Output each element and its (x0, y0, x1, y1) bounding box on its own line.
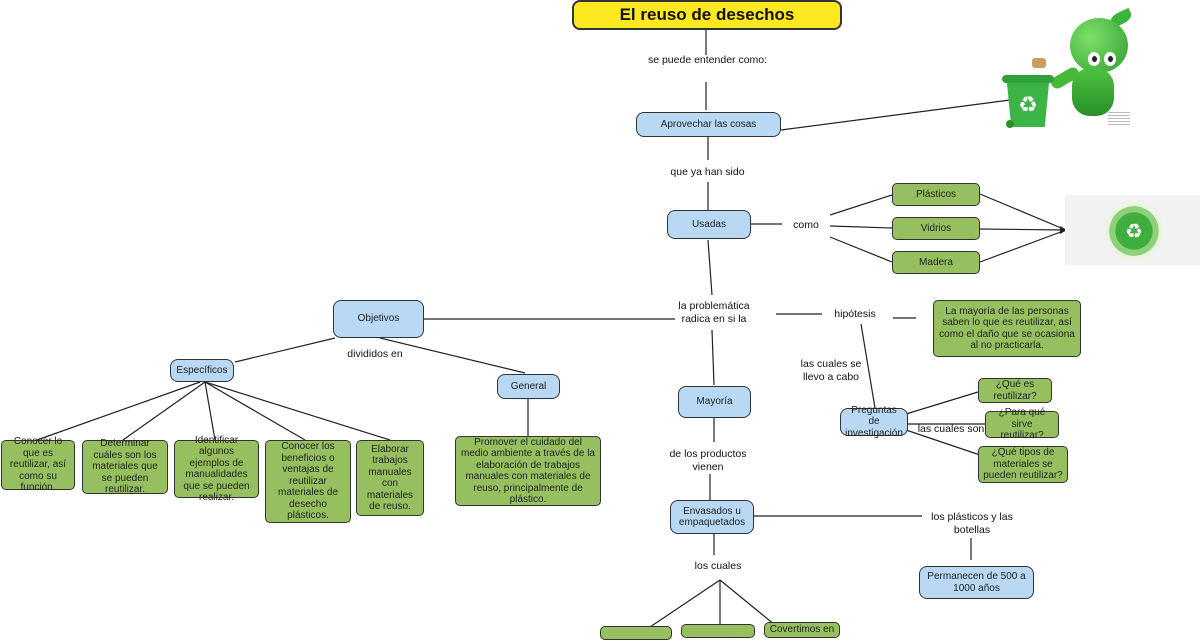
node-preguntas[interactable]: Preguntas de investigación (840, 405, 908, 439)
recycle-icon: ♻ (1105, 202, 1163, 260)
node-permanecen[interactable]: Permanecen de 500 a 1000 años (919, 566, 1034, 599)
mascot-head (1070, 18, 1128, 73)
node-hipotesis-text[interactable]: La mayoría de las personas saben lo que … (933, 300, 1081, 357)
node-general[interactable]: General (497, 374, 560, 399)
node-plasticos[interactable]: Plásticos (892, 183, 980, 206)
node-bottom-1[interactable] (600, 626, 672, 640)
node-aprovechar[interactable]: Aprovechar las cosas (636, 112, 781, 137)
label-entender: se puede entender como: (647, 54, 768, 66)
node-envasados[interactable]: Envasados u empaquetados (670, 500, 754, 534)
mascot-body (1072, 68, 1114, 116)
label-los-cuales: los cuales (694, 560, 742, 572)
label-problematica: la problemática radica en si la (678, 300, 750, 325)
node-esp3[interactable]: Identificar algunos ejemplos de manualid… (174, 435, 259, 503)
node-objetivos[interactable]: Objetivos (333, 300, 424, 338)
node-vidrios[interactable]: Vidrios (892, 217, 980, 240)
label-hipotesis: hipótesis (834, 308, 876, 320)
trash-icon (1032, 58, 1046, 68)
node-gen1[interactable]: Promover el cuidado del medio ambiente a… (455, 436, 601, 506)
node-mayoria[interactable]: Mayoría (678, 386, 751, 418)
label-productos: de los productos vienen (669, 448, 747, 473)
node-bottom-2[interactable] (681, 624, 755, 638)
node-bottom-3[interactable]: Covertimos en (764, 622, 840, 638)
node-esp2[interactable]: Determinar cuáles son los materiales que… (82, 438, 168, 495)
node-q3[interactable]: ¿Qué tipos de materiales se pueden reuti… (978, 446, 1068, 483)
node-esp5[interactable]: Elaborar trabajos manuales con materiale… (356, 440, 424, 516)
label-ya-han-sido: que ya han sido (670, 166, 745, 178)
recycle-bin-icon: ♻ (1002, 75, 1054, 127)
label-plasticos-botellas: los plásticos y las botellas (931, 511, 1013, 536)
node-esp4[interactable]: Conocer los beneficios o ventajas de reu… (265, 440, 351, 523)
node-especificos[interactable]: Específicos (170, 359, 234, 382)
label-divididos: divididos en (347, 348, 403, 360)
node-esp1[interactable]: Conocer lo que es reutilizar, así como s… (1, 436, 75, 493)
fine-print (1108, 112, 1130, 126)
label-como: como (793, 219, 819, 231)
label-cuales-son: las cuales son (917, 423, 985, 435)
node-usadas[interactable]: Usadas (667, 210, 751, 239)
node-q2[interactable]: ¿Para qué sirve reutilizar? (985, 407, 1059, 441)
node-madera[interactable]: Madera (892, 251, 980, 274)
page-title: El reuso de desechos (572, 0, 842, 30)
logo-icon (1006, 120, 1014, 128)
label-cuales-llevo: las cuales se llevo a cabo (800, 358, 862, 383)
node-q1[interactable]: ¿Qué es reutilizar? (978, 378, 1052, 403)
